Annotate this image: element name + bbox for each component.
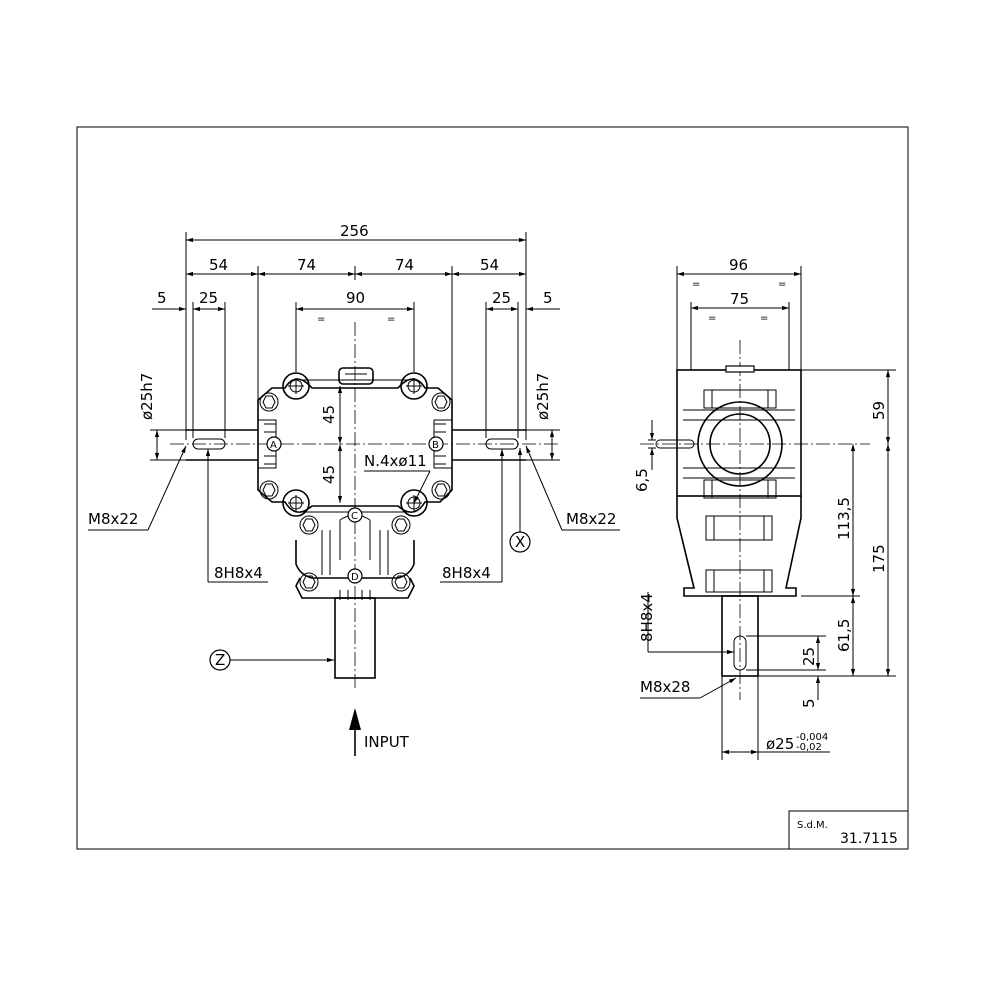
- dim-width75: 75: [730, 290, 749, 308]
- dim-seg-right: 54: [480, 256, 499, 274]
- dim-key-right-5: 5: [543, 289, 553, 307]
- dim-h6-5: 6,5: [633, 468, 651, 492]
- side-housing: [676, 369, 802, 497]
- marker-b: B: [428, 436, 444, 452]
- dim-key-right-25: 25: [492, 289, 511, 307]
- flange-hole-bottom-left: [282, 489, 310, 517]
- input-arrow: INPUT: [349, 708, 410, 756]
- svg-text:D: D: [351, 572, 359, 583]
- dim-shaft-right: ø25h7: [534, 373, 552, 420]
- eq-75-left: =: [708, 313, 716, 324]
- eq-75-right: =: [760, 313, 768, 324]
- eq-96-left: =: [692, 279, 700, 290]
- left-output-shaft: [186, 429, 258, 461]
- dim-seg-left: 54: [209, 256, 228, 274]
- side-view: 96 = = 75 = = 59 113,5 175 61,5 6,5 25 5: [633, 256, 896, 760]
- dim-h175: 175: [870, 544, 888, 573]
- front-view: 256 54 74 74 54 90 = = 5 25 25 5: [88, 222, 620, 756]
- label-thread-left: M8x22: [88, 510, 138, 528]
- label-thread-right: M8x22: [566, 510, 616, 528]
- marker-z: Z: [209, 649, 334, 671]
- dim-h113: 113,5: [835, 497, 853, 540]
- dim-seg-mid-left: 74: [297, 256, 316, 274]
- dim-v45-top: 45: [320, 405, 338, 424]
- dim-overall: 256: [340, 222, 369, 240]
- gearbox-housing: [257, 378, 453, 513]
- dim-key-left-25: 25: [199, 289, 218, 307]
- dim-h61: 61,5: [835, 619, 853, 652]
- title-company: S.d.M.: [797, 820, 828, 831]
- marker-x: X: [509, 448, 531, 553]
- svg-text:X: X: [515, 533, 525, 551]
- dim-tol-upper: -0,004: [796, 732, 828, 743]
- flange-hole-top-right: [400, 372, 428, 400]
- label-key-left: 8H8x4: [214, 564, 263, 582]
- dim-shaft-left: ø25h7: [138, 373, 156, 420]
- side-bearing-outer: [697, 401, 783, 487]
- svg-text:Z: Z: [215, 651, 225, 669]
- input-shaft: [334, 590, 376, 679]
- flange-hole-top-left: [282, 372, 310, 400]
- svg-text:C: C: [351, 511, 358, 522]
- right-output-shaft: [452, 429, 526, 461]
- marker-d: D: [347, 568, 363, 584]
- dim-h5: 5: [800, 698, 818, 708]
- title-code: 31.7115: [840, 831, 898, 847]
- svg-text:A: A: [270, 440, 277, 451]
- dim-width96: 96: [729, 256, 748, 274]
- drawing-frame: [76, 126, 909, 850]
- dim-flange-holes: 90: [346, 289, 365, 307]
- dim-h25: 25: [800, 647, 818, 666]
- label-side-thread: M8x28: [640, 678, 690, 696]
- dim-h59: 59: [870, 401, 888, 420]
- dim-seg-mid-right: 74: [395, 256, 414, 274]
- label-side-key: 8H8x4: [638, 593, 656, 642]
- eq-mark-right: =: [387, 314, 395, 325]
- side-bearing-inner: [709, 413, 771, 475]
- eq-mark-left: =: [317, 314, 325, 325]
- hex-bolts: [259, 392, 451, 592]
- dim-key-left-5: 5: [157, 289, 167, 307]
- dim-shaft-dia: ø25: [766, 735, 794, 753]
- title-block: S.d.M. 31.7115: [788, 810, 909, 850]
- label-input: INPUT: [364, 733, 410, 751]
- dim-tol-lower: -0,02: [796, 742, 822, 753]
- marker-a: A: [266, 436, 282, 452]
- label-key-right: 8H8x4: [442, 564, 491, 582]
- eq-96-right: =: [778, 279, 786, 290]
- dim-v45-bottom: 45: [320, 465, 338, 484]
- note-holes: N.4xø11: [364, 452, 427, 470]
- svg-text:B: B: [432, 440, 439, 451]
- marker-c: C: [347, 507, 363, 523]
